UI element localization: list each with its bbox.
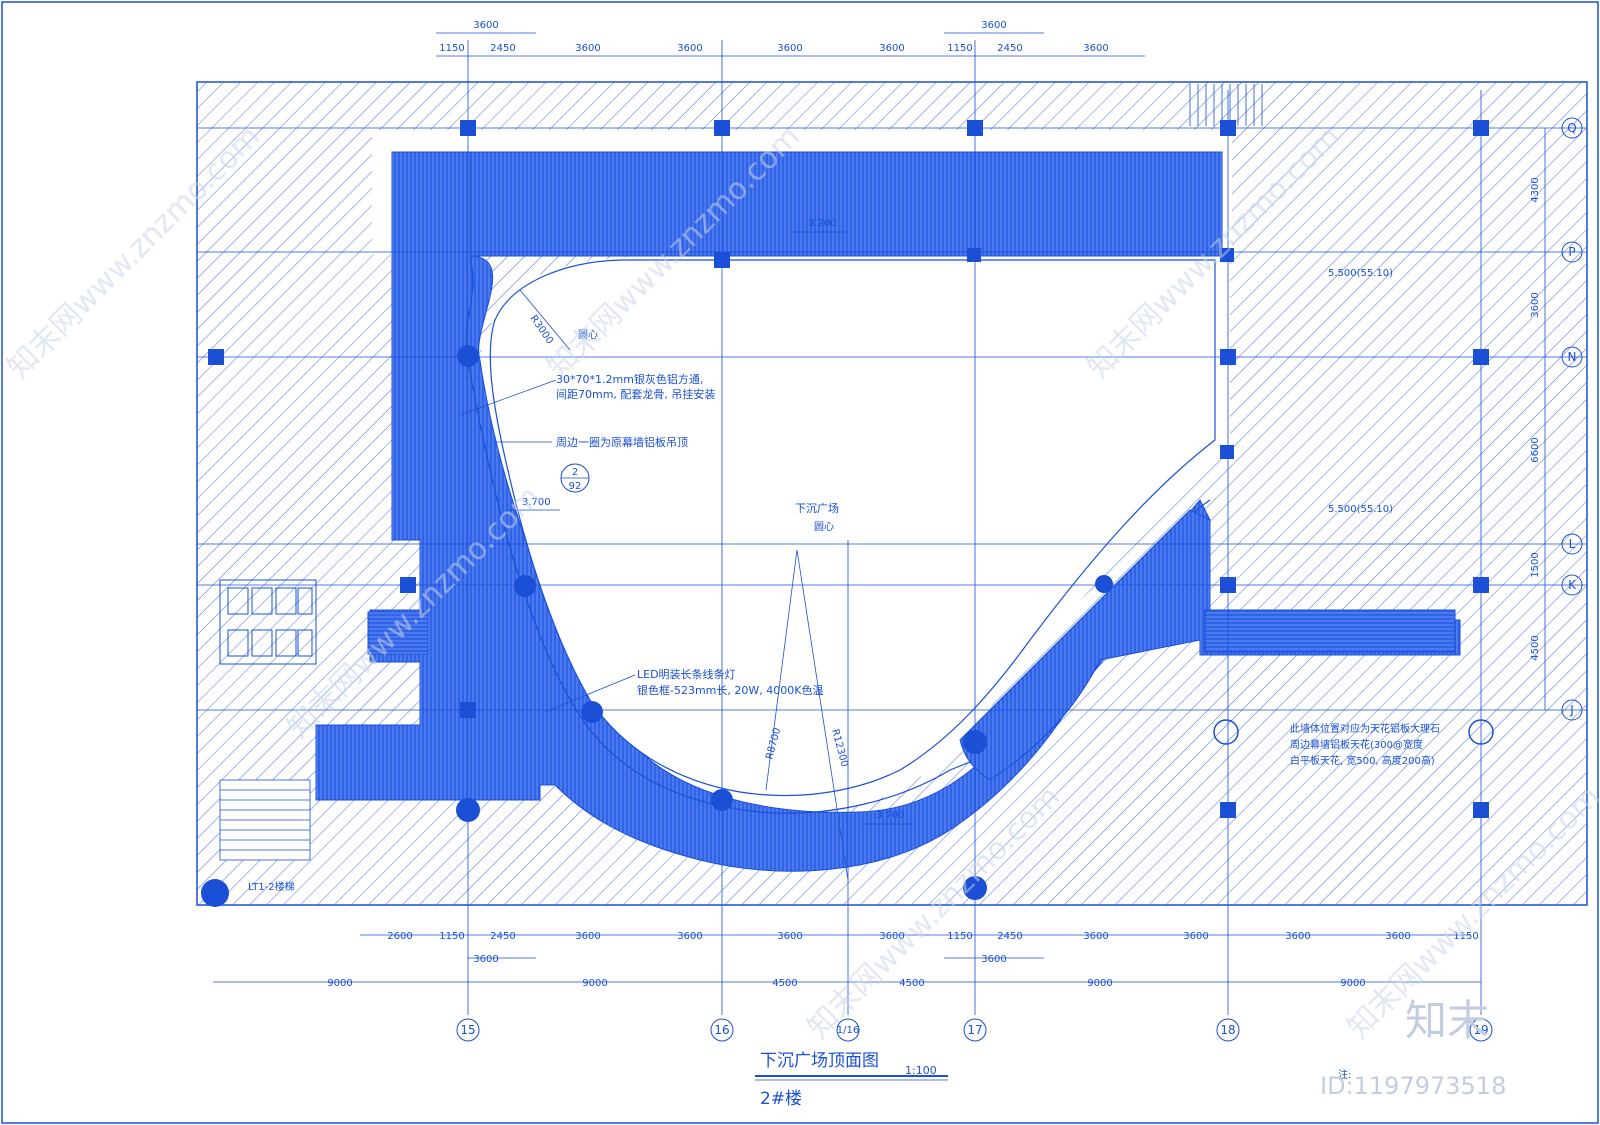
axis-row-j: J	[1569, 703, 1574, 717]
dim-right-1: 4300	[1530, 177, 1541, 202]
dim-bot-8: 1150	[947, 931, 972, 942]
slat-ceiling-top	[391, 151, 1223, 257]
axis-labels-rows: Q P N L K J	[1567, 121, 1577, 717]
dims-bottom-row1: 2600 1150 2450 3600 3600 3600 3600 1150 …	[387, 931, 1478, 942]
dim-top-upper-1: 3600	[473, 20, 498, 31]
dimension-lines	[213, 32, 1546, 983]
axis-col-18: 18	[1220, 1023, 1235, 1037]
dim-bot-12: 3600	[1285, 931, 1310, 942]
top-right-stairs	[1189, 84, 1263, 126]
dims-top-upper: 3600 3600	[473, 20, 1006, 31]
dim-bot3-2: 9000	[582, 978, 607, 989]
dim-bot-4: 3600	[575, 931, 600, 942]
right-note-line3: 白平板天花, 宽500, 高度200高)	[1290, 754, 1435, 767]
dim-bot-14: 1150	[1453, 931, 1478, 942]
note-label: 注:	[1338, 1068, 1351, 1081]
dim-bot-5: 3600	[677, 931, 702, 942]
dim-bot-10: 3600	[1083, 931, 1108, 942]
axis-col-15: 15	[460, 1023, 475, 1037]
grid-lines	[197, 40, 1587, 1015]
dims-top-lower: 1150 2450 3600 3600 3600 3600 1150 2450 …	[439, 43, 1108, 54]
dims-right: 4300 3600 6600 1500 4500	[1530, 177, 1541, 660]
room-lift: LT1-2楼梯	[248, 880, 295, 893]
dim-bot-1: 2600	[387, 931, 412, 942]
drawing-title-block: 下沉广场顶面图 1:100 2#楼	[755, 1051, 948, 1109]
dim-top-4: 3600	[677, 43, 702, 54]
detail-top: 2	[572, 467, 578, 478]
axis-bubbles-rows	[1561, 117, 1583, 721]
right-elev-2: 5.500(55.10)	[1328, 504, 1393, 515]
dim-top-3: 3600	[575, 43, 600, 54]
dim-bot3-5: 9000	[1087, 978, 1112, 989]
axis-col-16: 16	[714, 1023, 729, 1037]
elev-top: 3.200	[808, 218, 837, 229]
led-line1: LED明装长条线条灯	[637, 667, 736, 681]
dim-top-9: 3600	[1083, 43, 1108, 54]
elev-bottom: 3.700	[876, 810, 905, 821]
dim-top-1: 1150	[439, 43, 464, 54]
plaza-open-shape	[489, 259, 1216, 797]
center-label: 圆心	[578, 329, 598, 341]
right-elev-1: 5.500(55.10)	[1328, 268, 1393, 279]
dim-bot-7: 3600	[879, 931, 904, 942]
dim-bot-11: 3600	[1183, 931, 1208, 942]
axis-bubbles-columns	[456, 1018, 1493, 1042]
note-2: 周边一圈为原幕墙铝板吊顶	[556, 435, 688, 449]
axis-labels-columns: 15 16 1/16 17 18 19	[460, 1023, 1488, 1037]
dims-bottom-row2: 3600 3600	[473, 954, 1006, 965]
plaza-label: 下沉广场	[795, 501, 839, 515]
dim-top-upper-2: 3600	[981, 20, 1006, 31]
dim-top-6: 3600	[879, 43, 904, 54]
dim-bot-6: 3600	[777, 931, 802, 942]
slat-ceiling-right-bar	[1204, 609, 1456, 653]
dim-bot3-6: 9000	[1340, 978, 1365, 989]
dim-bot-3: 2450	[490, 931, 515, 942]
axis-row-q: Q	[1567, 121, 1576, 135]
dim-bot2-1: 3600	[473, 954, 498, 965]
led-line2: 银色框-523mm长, 20W, 4000K色温	[637, 683, 823, 697]
structural-columns	[201, 120, 1494, 907]
dim-bot-2: 1150	[439, 931, 464, 942]
note-1-line1: 30*70*1.2mm银灰色铝方通,	[556, 372, 703, 386]
dim-right-3: 6600	[1530, 437, 1541, 462]
dim-bot-9: 2450	[997, 931, 1022, 942]
right-note-line1: 此墙体位置对应为天花铝板大理石	[1290, 722, 1440, 735]
dim-bot-13: 3600	[1385, 931, 1410, 942]
dim-top-8: 2450	[997, 43, 1022, 54]
dim-right-5: 4500	[1530, 635, 1541, 660]
note-1-line2: 间距70mm, 配套龙骨, 吊挂安装	[556, 387, 715, 401]
detail-bottom: 92	[569, 481, 582, 492]
axis-row-p: P	[1568, 245, 1575, 259]
drawing-title: 下沉广场顶面图	[760, 1051, 879, 1071]
toilet-fixtures	[219, 579, 317, 665]
elev-left: 3.700	[522, 497, 551, 508]
axis-col-19: 19	[1473, 1023, 1488, 1037]
axis-row-l: L	[1569, 537, 1576, 551]
axis-col-1-16: 1/16	[837, 1025, 859, 1036]
dim-top-2: 2450	[490, 43, 515, 54]
right-note-line2: 周边幕墙铝板天花(300@宽度	[1290, 738, 1423, 751]
axis-row-k: K	[1568, 578, 1577, 592]
drawing-scale: 1:100	[905, 1064, 937, 1077]
dim-bot2-2: 3600	[981, 954, 1006, 965]
dim-right-4: 1500	[1530, 552, 1541, 577]
dim-top-5: 3600	[777, 43, 802, 54]
dim-bot3-3: 4500	[772, 978, 797, 989]
image-id: ID:1197973518	[1320, 1072, 1506, 1100]
dims-bottom-row3: 9000 9000 4500 4500 9000 9000	[327, 978, 1365, 989]
slat-ceiling-left-bar	[367, 611, 429, 655]
axis-col-17: 17	[967, 1023, 982, 1037]
drawing-subtitle: 2#楼	[760, 1089, 802, 1109]
annotations: 3.200 3.700 3.700 R3000 圆心 R8700 R12300 …	[248, 218, 1440, 893]
staircase	[219, 779, 311, 861]
plaza-center: 圆心	[814, 521, 834, 533]
axis-row-n: N	[1568, 350, 1577, 364]
dim-bot3-4: 4500	[899, 978, 924, 989]
dim-top-7: 1150	[947, 43, 972, 54]
brand-logo: 知末	[1405, 996, 1489, 1045]
dim-bot3-1: 9000	[327, 978, 352, 989]
dim-right-2: 3600	[1530, 292, 1541, 317]
